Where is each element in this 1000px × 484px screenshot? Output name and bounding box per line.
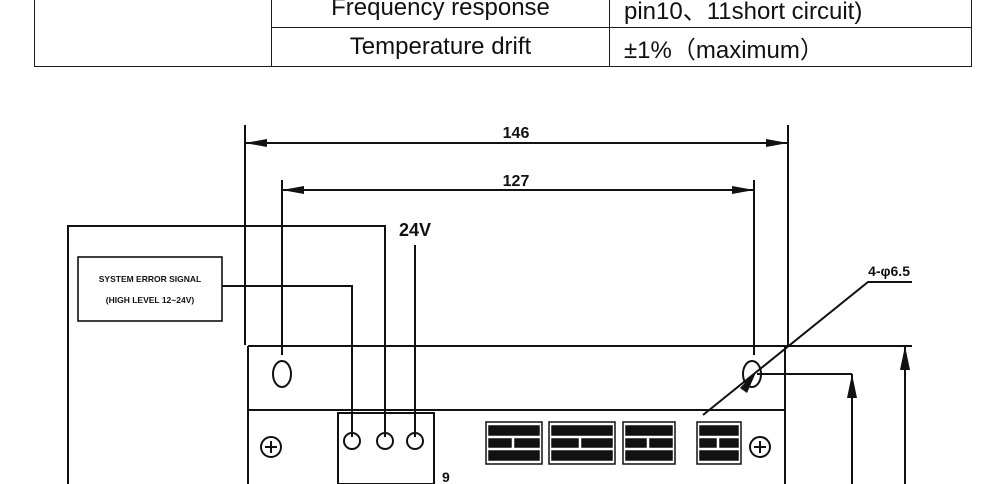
value-text: ±1%（maximum） (624, 36, 824, 64)
arrow-inner-left (282, 186, 304, 194)
spec-table: Frequency response pin10、11short circuit… (34, 0, 972, 67)
table-row: Temperature drift ±1%（maximum） (35, 27, 972, 67)
screw-right (749, 436, 771, 458)
arrow-hole (740, 370, 757, 393)
arrow-height-2 (900, 346, 910, 370)
table-cell-group (34, 0, 272, 67)
value-text: pin10、11short circuit) (624, 0, 863, 25)
signal-leader-1 (222, 285, 353, 437)
hole-leader (702, 281, 912, 416)
dim-inner-label: 127 (503, 173, 530, 190)
outer-frame (67, 225, 386, 484)
partial-label: 9 (442, 469, 450, 484)
terminal-1 (343, 432, 361, 450)
param-text: Temperature drift (349, 33, 532, 60)
connector-group (485, 421, 742, 465)
param-text: Frequency response (331, 0, 550, 21)
arrow-inner-right (732, 186, 754, 194)
connector-2 (548, 421, 616, 465)
signal-box-line2: (HIGH LEVEL 12~24V) (106, 295, 195, 305)
connector-1 (485, 421, 543, 465)
hole-label: 4-φ6.5 (868, 263, 910, 279)
terminal-2 (376, 432, 394, 450)
table-cell-value: ±1%（maximum） (609, 27, 972, 67)
arrow-outer-left (245, 139, 267, 147)
mount-hole-left (272, 360, 292, 388)
signal-box-line1: SYSTEM ERROR SIGNAL (99, 274, 201, 284)
dim-outer-label: 146 (503, 125, 530, 142)
arrow-outer-right (766, 139, 788, 147)
voltage-label: 24V (399, 220, 431, 240)
screw-left (260, 436, 282, 458)
table-cell-param: Temperature drift (271, 27, 610, 67)
table-row: Frequency response pin10、11short circuit… (34, 0, 972, 67)
signal-box (77, 256, 223, 322)
terminal-3 (406, 432, 424, 450)
connector-3 (622, 421, 676, 465)
connector-4 (696, 421, 742, 465)
arrow-height-1 (847, 374, 857, 398)
terminal-block (337, 412, 435, 484)
